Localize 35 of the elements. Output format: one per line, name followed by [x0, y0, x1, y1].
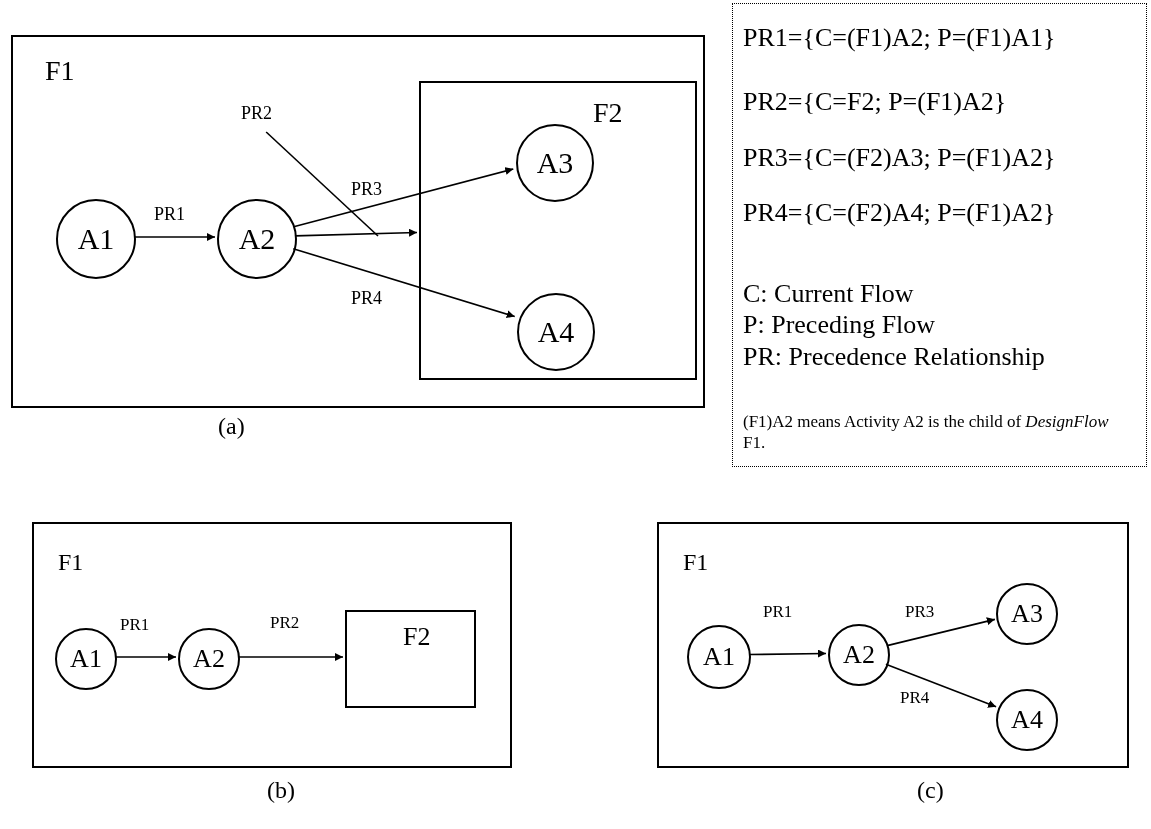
flow-box [345, 610, 476, 708]
abbreviation-definition: C: Current Flow [743, 278, 914, 310]
note-text: (F1)A2 means Activity A2 is the child of DesignFlow F1. [743, 411, 1110, 454]
subfigure-caption: (a) [218, 414, 245, 438]
arrow [133, 233, 216, 241]
arrow [294, 228, 418, 237]
flow-label: F1 [58, 550, 84, 574]
edge-label: PR4 [349, 289, 385, 307]
flow-box [419, 81, 697, 380]
relationship-definition: PR2={C=F2; P=(F1)A2} [743, 86, 1007, 118]
arrow [886, 617, 996, 647]
subfigure-caption: (b) [267, 778, 295, 802]
relationship-definition: PR4={C=(F2)A4; P=(F1)A2} [743, 197, 1056, 229]
leader-line [265, 131, 379, 237]
flow-label: F2 [593, 99, 623, 127]
edge-label: PR2 [268, 614, 302, 631]
relationship-label: PR2 [241, 104, 273, 122]
arrow [748, 649, 827, 658]
relationship-definition: PR3={C=(F2)A3; P=(F1)A2} [743, 142, 1056, 174]
abbreviation-definition: PR: Precedence Relationship [743, 341, 1045, 373]
edge-label: PR3 [903, 603, 937, 620]
definition-panel [732, 3, 1147, 467]
flow-label: F2 [403, 624, 431, 650]
edge-label: PR1 [761, 603, 795, 620]
arrow [237, 653, 344, 661]
edge-label: PR3 [349, 180, 385, 198]
flow-label: F1 [683, 550, 709, 574]
abbreviation-definition: P: Preceding Flow [743, 309, 936, 341]
arrow [114, 653, 177, 661]
edge-label: PR4 [898, 689, 932, 706]
subfigure-caption: (c) [917, 778, 944, 802]
arrow [292, 167, 515, 228]
relationship-definition: PR1={C=(F1)A2; P=(F1)A1} [743, 22, 1056, 54]
flow-label: F1 [45, 57, 75, 85]
edge-label: PR1 [118, 616, 152, 633]
